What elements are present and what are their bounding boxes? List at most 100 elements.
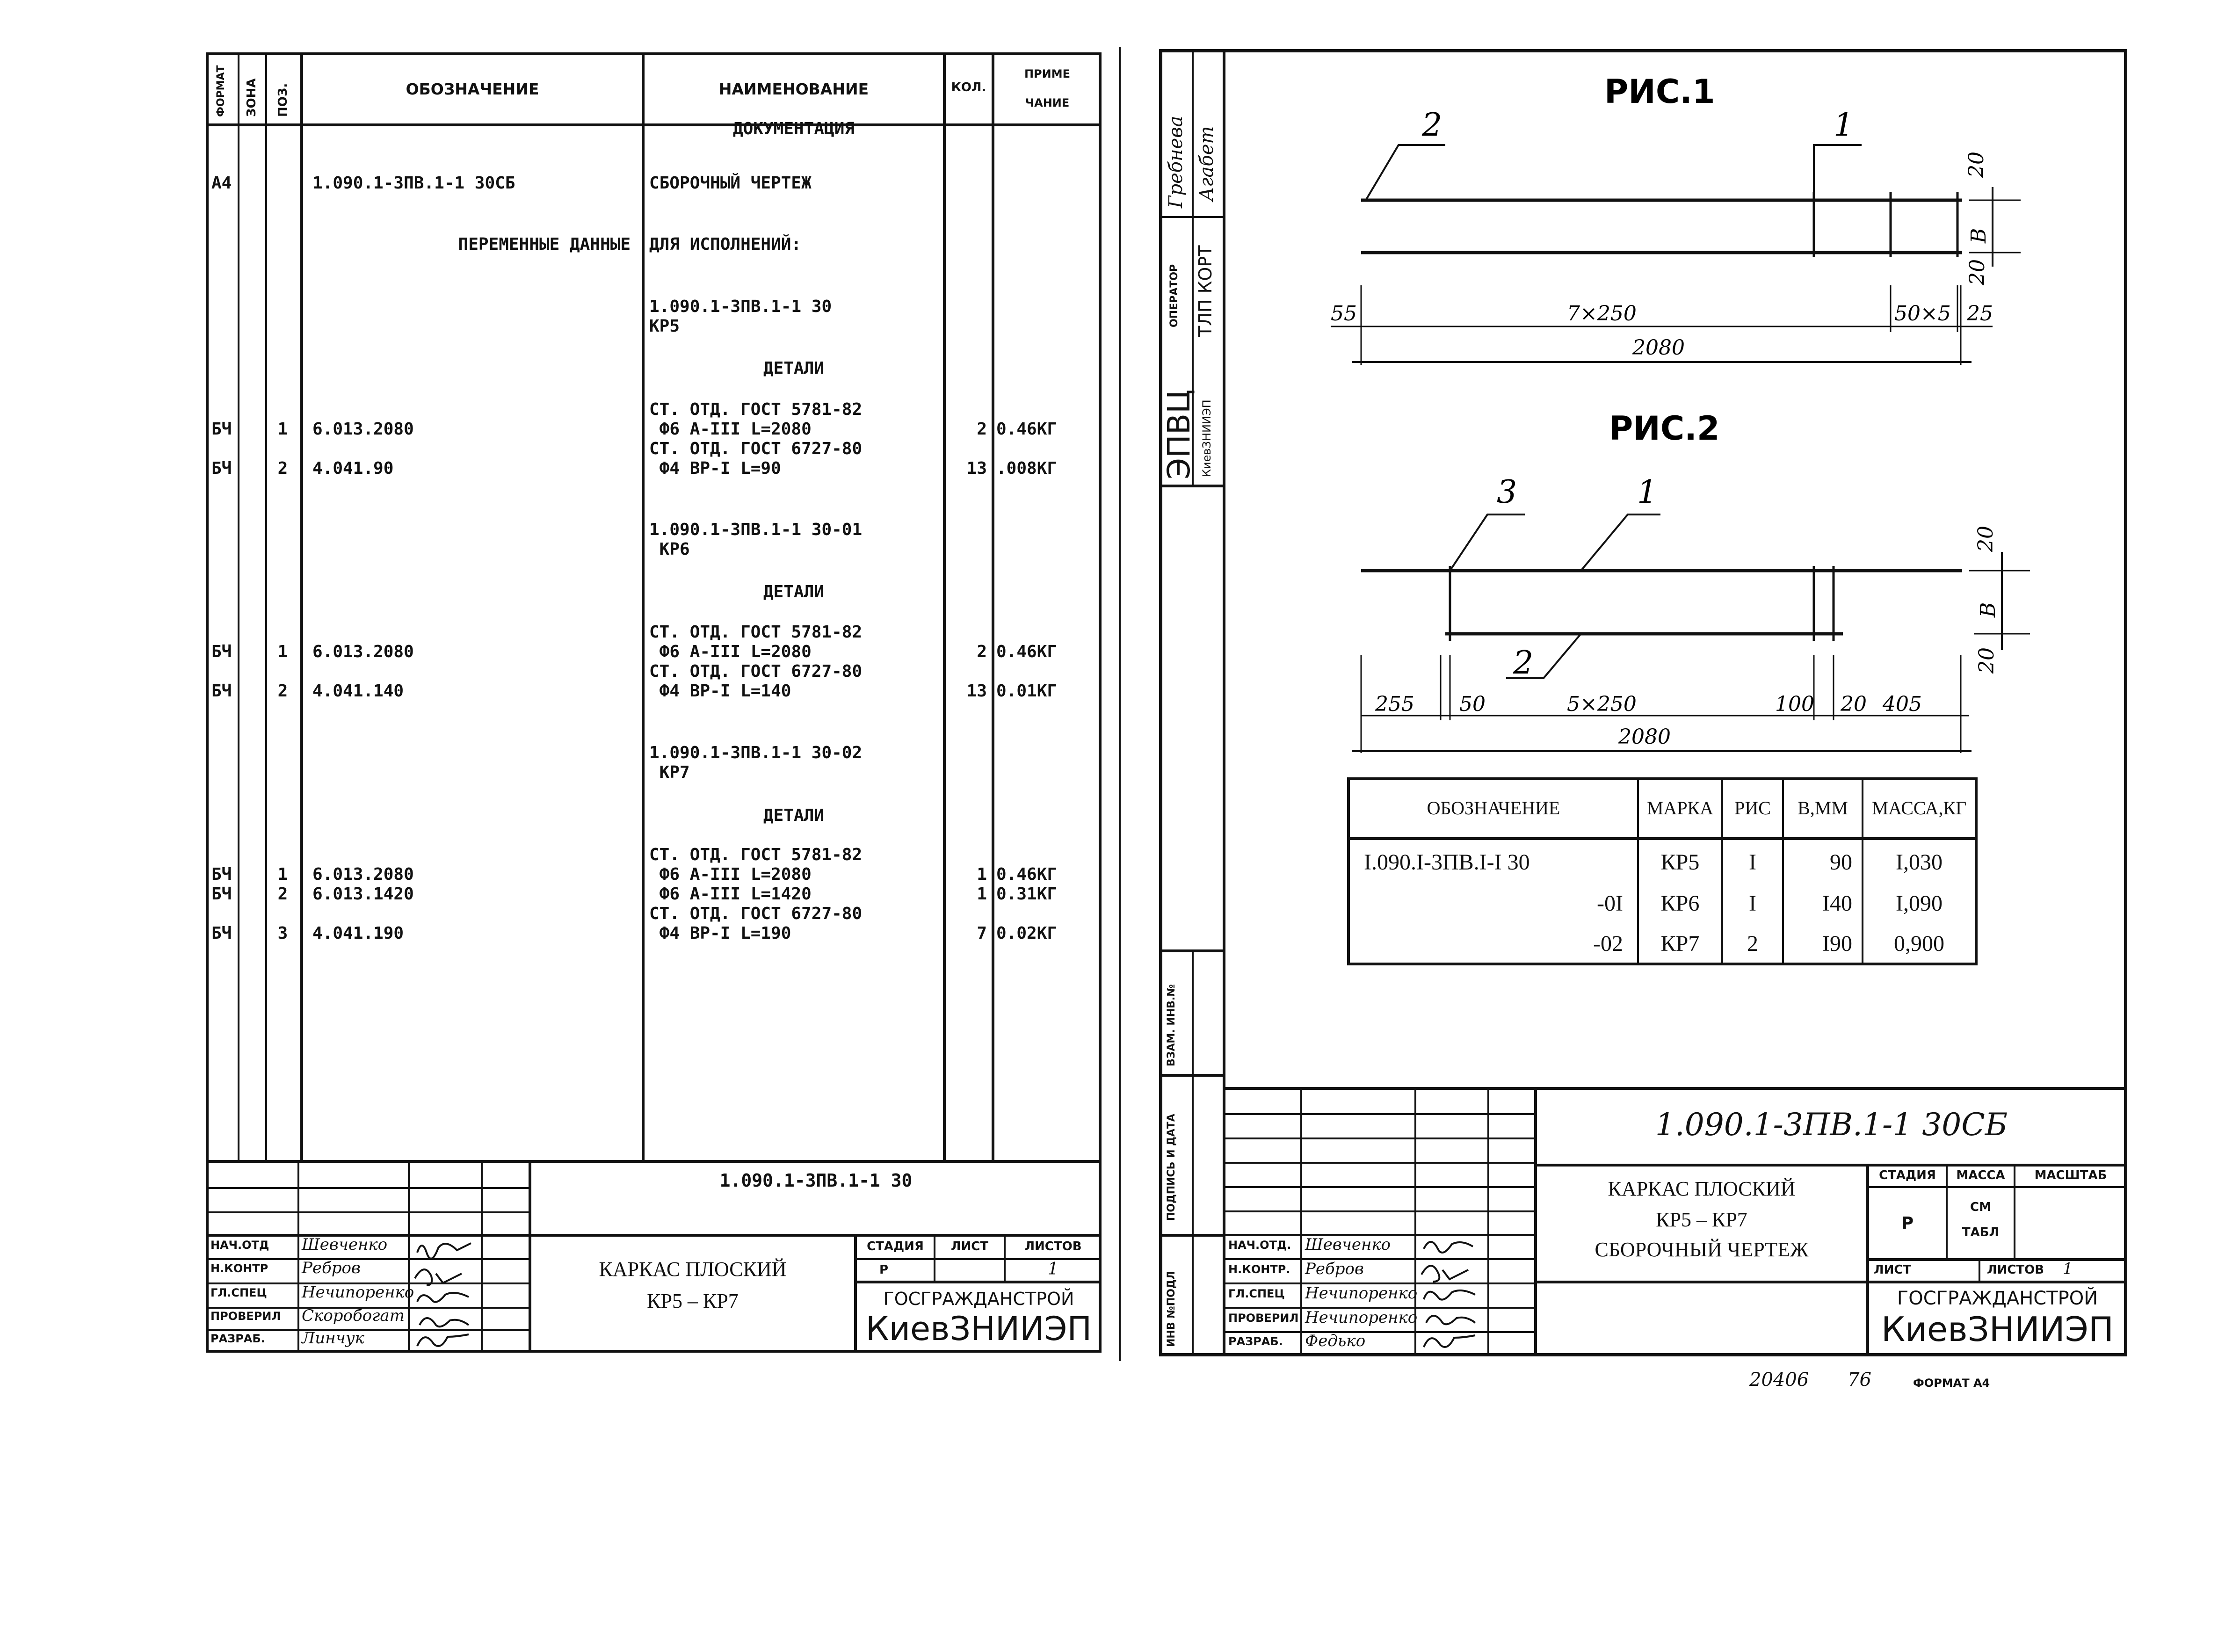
variant-table-cell: КР6 xyxy=(1660,891,1700,916)
spec-row-qty: 2 xyxy=(977,420,987,439)
variant-table-header: МАССА,КГ xyxy=(1871,797,1967,819)
spec-row-name: КР5 xyxy=(649,317,680,336)
drawing-stamp-rule xyxy=(1866,1258,2126,1261)
spec-stamp-rule xyxy=(207,1234,1101,1237)
spec-row-format: БЧ xyxy=(211,681,232,701)
spec-header-name: НАИМЕНОВАНИЕ xyxy=(718,80,869,98)
spec-row-name: СТ. ОТД. ГОСТ 5781-82 xyxy=(649,400,863,419)
spec-row-designation: ПЕРЕМЕННЫЕ ДАННЫЕ xyxy=(458,235,631,254)
spec-row-pos: 1 xyxy=(277,642,288,661)
spec-row-name: Ф6 А-III L=2080 xyxy=(649,865,812,884)
spec-row-name: 1.090.1-3ПВ.1-1 30-01 xyxy=(649,520,863,539)
spec-stamp-rule xyxy=(207,1307,530,1309)
variant-table-cell: I,030 xyxy=(1896,850,1943,875)
drawing-frame-line xyxy=(1223,51,1225,1355)
spec-header-note: ПРИМЕ xyxy=(1024,67,1071,80)
fig1-dim-20-bottom: 20 xyxy=(1965,259,1989,286)
footer-num-2: 76 xyxy=(1848,1369,1871,1391)
spec-stamp-col xyxy=(297,1160,299,1352)
spec-stamp-rule xyxy=(854,1258,1101,1260)
spec-row-pos: 1 xyxy=(277,420,288,439)
variant-table-cell: КР7 xyxy=(1660,931,1700,956)
drawing-stage-label: СТАДИЯ xyxy=(1879,1168,1936,1182)
fig1-dim-B: В xyxy=(1967,228,1991,244)
spec-row-name: Ф4 ВР-I L=140 xyxy=(649,681,791,701)
spec-row-pos: 2 xyxy=(277,459,288,478)
variant-table-header: ОБОЗНАЧЕНИЕ xyxy=(1427,797,1560,819)
drawing-stamp-person: Шевченко xyxy=(1305,1235,1391,1254)
fig1-dim-2080: 2080 xyxy=(1632,336,1685,360)
spec-stamp-role: РАЗРАБ. xyxy=(210,1332,265,1345)
drawing-stamp-rule xyxy=(1224,1113,1534,1115)
spec-row-qty: 13 xyxy=(966,681,987,701)
spec-row-name: Ф4 ВР-I L=90 xyxy=(649,459,781,478)
fig1-dim-50x5: 50×5 xyxy=(1894,302,1951,326)
spec-stamp-code: 1.090.1-3ПВ.1-1 30 xyxy=(719,1170,913,1191)
variant-table-header: В,ММ xyxy=(1798,797,1848,819)
spec-stamp-col xyxy=(529,1160,531,1352)
specification-sheet xyxy=(206,52,1102,1353)
fig2-title: РИС.2 xyxy=(1609,409,1720,448)
drawing-stamp-rule xyxy=(1866,1186,2126,1188)
spec-row-name: ДЕТАЛИ xyxy=(763,359,825,378)
spec-stamp-rule xyxy=(207,1211,530,1213)
spec-row-name: КР6 xyxy=(649,540,690,559)
spec-sheets-value: 1 xyxy=(1048,1260,1058,1279)
variant-table-col xyxy=(1782,779,1784,964)
drawing-org: ГОСГРАЖДАНСТРОЙ xyxy=(1897,1288,2098,1309)
variant-table-cell: I,090 xyxy=(1896,891,1943,916)
spec-row-name: Ф6 А-III L=1420 xyxy=(649,884,812,904)
drawing-stamp-rule xyxy=(1534,1281,2126,1283)
spec-header-qty: КОЛ. xyxy=(951,80,986,94)
spec-row-note: 0.02КГ xyxy=(996,924,1058,943)
spec-stage-label: СТАДИЯ xyxy=(867,1239,924,1253)
spec-row-designation: 6.013.2080 xyxy=(312,420,414,439)
variant-table-col xyxy=(1721,779,1723,964)
spec-header-rule xyxy=(207,123,1101,126)
spec-col-line xyxy=(238,54,239,1160)
spec-stamp-title: КАРКАС ПЛОСКИЙ xyxy=(599,1258,787,1281)
spec-row-name: 1.090.1-3ПВ.1-1 30-02 xyxy=(649,743,863,762)
variant-table xyxy=(1347,777,1978,965)
fig1-callout-1: 1 xyxy=(1834,107,1854,144)
spec-row-pos: 2 xyxy=(277,681,288,701)
spec-row-format: БЧ xyxy=(211,459,232,478)
spec-row-designation: 4.041.90 xyxy=(312,459,394,478)
spec-row-name: КР7 xyxy=(649,763,690,782)
fig1-dim-25: 25 xyxy=(1966,302,1993,326)
drawing-stamp-role: Н.КОНТР. xyxy=(1228,1263,1290,1276)
fig2-dim-B: В xyxy=(1976,602,2000,618)
sheet-divider xyxy=(1119,47,1121,1361)
fig1-dim-20-top: 20 xyxy=(1964,152,1988,178)
spec-row-name: СТ. ОТД. ГОСТ 5781-82 xyxy=(649,623,863,642)
footer-format: ФОРМАТ А4 xyxy=(1913,1377,1990,1390)
side-operator-label: ОПЕРАТОР xyxy=(1168,264,1180,327)
drawing-stamp-role: РАЗРАБ. xyxy=(1228,1335,1283,1348)
spec-col-line xyxy=(265,54,267,1160)
fig2-callout-1: 1 xyxy=(1637,474,1657,511)
fig2-dim-5x250: 5×250 xyxy=(1567,692,1637,716)
spec-stamp-person: Шевченко xyxy=(302,1235,388,1254)
side-strip-col xyxy=(1192,949,1194,1355)
variant-table-cell: I xyxy=(1749,850,1756,875)
variant-table-cell: I.090.I-3ПВ.I-I 30 xyxy=(1364,850,1530,875)
fig2-callout-3: 3 xyxy=(1497,474,1517,511)
drawing-stamp-rule xyxy=(1224,1162,1534,1164)
fig2-dim-100: 100 xyxy=(1775,692,1814,716)
spec-stamp-col xyxy=(854,1234,857,1352)
spec-row-note: 0.46КГ xyxy=(996,642,1058,661)
spec-stamp-person: Нечипоренко xyxy=(302,1283,414,1302)
spec-row-name: СТ. ОТД. ГОСТ 5781-82 xyxy=(649,845,863,864)
drawing-stamp-rule xyxy=(1224,1307,1534,1309)
spec-row-designation: 6.013.2080 xyxy=(312,865,414,884)
spec-header-note: ЧАНИЕ xyxy=(1025,96,1070,109)
spec-row-format: БЧ xyxy=(211,642,232,661)
spec-row-designation: 6.013.2080 xyxy=(312,642,414,661)
spec-row-format: БЧ xyxy=(211,865,232,884)
spec-org: ГОСГРАЖДАНСТРОЙ xyxy=(883,1289,1074,1309)
variant-table-cell: -0I xyxy=(1597,891,1623,916)
spec-sheets-label: ЛИСТОВ xyxy=(1024,1239,1082,1253)
spec-row-format: БЧ xyxy=(211,884,232,904)
fig2-dim-20-top: 20 xyxy=(1974,526,1998,552)
side-strip-rule xyxy=(1160,485,1224,487)
